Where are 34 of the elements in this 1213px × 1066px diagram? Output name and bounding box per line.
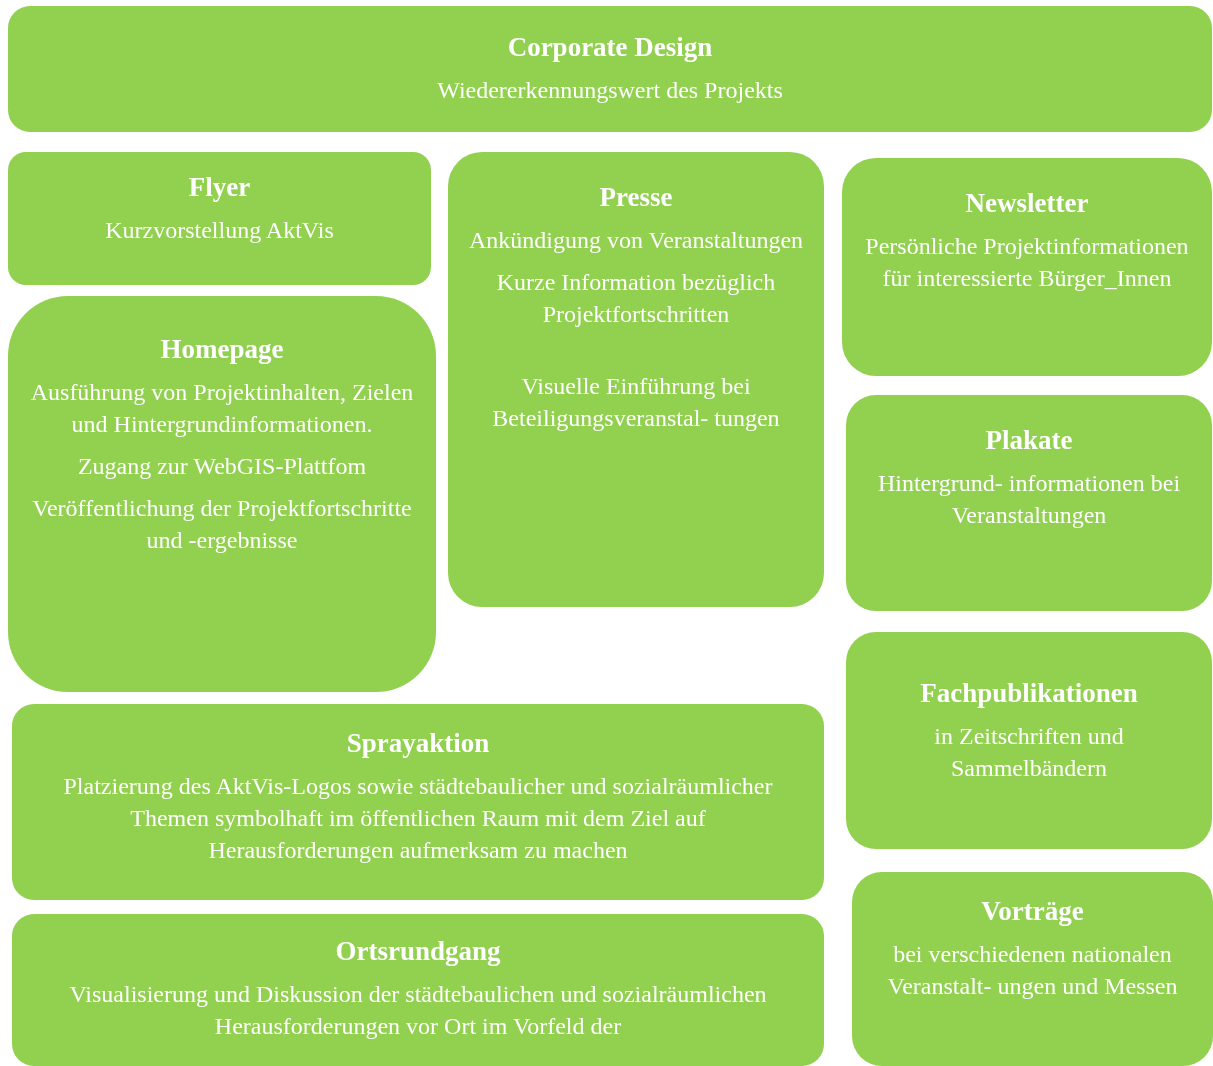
card-text: bei verschiedenen nationalen Veranstalt- ungen und Messen (886, 940, 1179, 1001)
topic-card (448, 152, 824, 607)
topic-card (8, 152, 431, 285)
card-heading: Sprayaktion (346, 727, 490, 760)
topic-card (12, 704, 824, 900)
card-text: Ankündigung von Veranstaltungen (468, 226, 804, 255)
card-text: Visuelle Einführung bei Beteiligungsveranstal- tungen (491, 372, 781, 433)
topic-card (852, 872, 1213, 1066)
topic-card (846, 395, 1212, 611)
card-text: in Zeitschriften und Sammelbändern (933, 722, 1125, 783)
card-heading: Newsletter (965, 187, 1089, 220)
card-text: Kurze Information bezüglich Projektfortschritten (495, 268, 777, 329)
topic-card (842, 158, 1212, 376)
card-heading: Vorträge (981, 895, 1084, 928)
card-heading: Homepage (160, 333, 284, 366)
card-text: Persönliche Projektinformationen für interessierte Bürger_Innen (864, 232, 1190, 293)
topic-card (8, 6, 1212, 132)
card-text: Veröffentlichung der Projektfortschritte und -ergebnisse (31, 494, 413, 555)
card-heading: Ortsrundgang (335, 935, 501, 968)
card-text: Ausführung von Projektinhalten, Zielen und Hintergrundinformationen. (29, 378, 415, 439)
card-text: Kurzvorstellung AktVis (105, 216, 334, 245)
topic-card (8, 296, 436, 692)
card-heading: Presse (599, 181, 673, 214)
card-heading: Corporate Design (507, 31, 713, 64)
card-text: Platzierung des AktVis-Logos sowie städtebaulicher und sozialräumlicher Themen symbolhaft im öffentlichen Raum mit dem Ziel auf Herausforderungen aufmerksam zu machen (62, 772, 774, 865)
card-text: Wiedererkennungswert des Projekts (437, 76, 783, 105)
card-text: Zugang zur WebGIS-Plattfom (77, 452, 367, 481)
card-heading: Plakate (985, 424, 1073, 457)
topic-card (12, 914, 824, 1066)
topic-card (846, 632, 1212, 849)
card-heading: Flyer (188, 171, 251, 204)
card-text: Hintergrund- informationen bei Veranstaltungen (876, 469, 1182, 530)
card-text: Visualisierung und Diskussion der städtebaulichen und sozialräumlichen Herausforderungen vor Ort im Vorfeld der (68, 980, 768, 1041)
card-heading: Fachpublikationen (920, 677, 1138, 710)
